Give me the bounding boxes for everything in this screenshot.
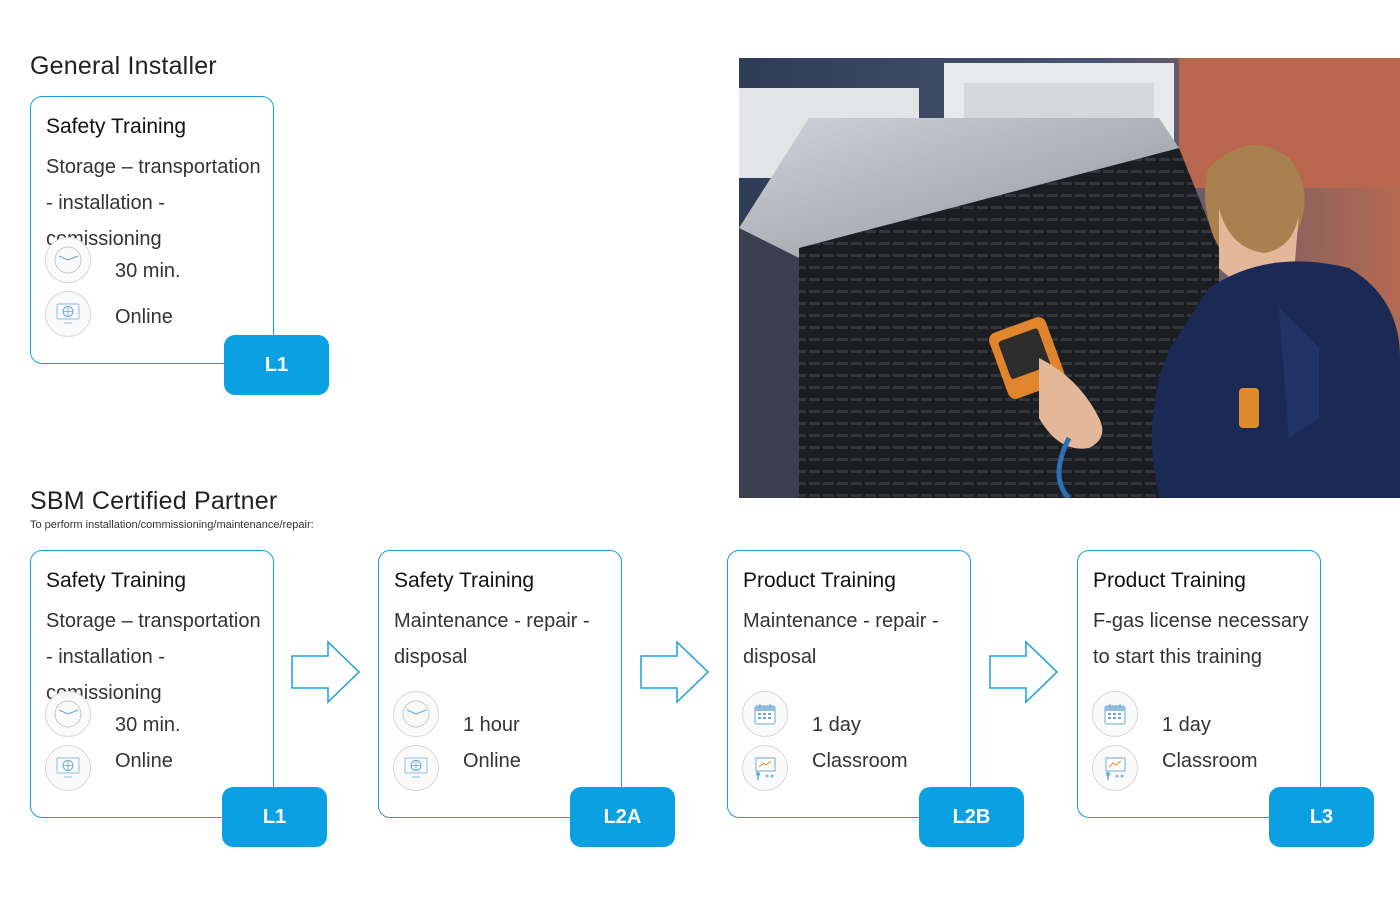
online-globe-icon <box>45 291 91 337</box>
card-description: Maintenance - repair - disposal <box>394 610 590 668</box>
general-installer-title: General Installer <box>30 52 217 80</box>
card-description: F-gas license necessary to start this tr… <box>1093 610 1309 668</box>
duration-row: 30 min. <box>45 237 181 283</box>
duration-text: 1 hour <box>463 714 520 736</box>
mode-text: Online <box>463 750 521 772</box>
online-globe-icon <box>393 745 439 791</box>
sbm-card-l1: Safety Training Storage – transportation… <box>30 550 274 818</box>
card-title: Safety Training <box>46 569 187 592</box>
mode-row: Classroom <box>742 745 908 791</box>
duration-text: 30 min. <box>115 714 181 736</box>
duration-text: 1 day <box>812 714 861 736</box>
level-badge-l2b: L2B <box>919 787 1024 847</box>
sbm-card-l3: Product Training F-gas license necessary… <box>1077 550 1321 818</box>
sbm-partner-title: SBM Certified Partner <box>30 487 278 515</box>
classroom-icon <box>1092 745 1138 791</box>
mode-row: Online <box>45 291 173 337</box>
arrow-right-icon <box>291 640 361 704</box>
level-badge-l1: L1 <box>224 335 329 395</box>
mode-row: Online <box>45 745 173 791</box>
level-badge-l2a: L2A <box>570 787 675 847</box>
duration-text: 30 min. <box>115 260 181 282</box>
clock-icon <box>45 691 91 737</box>
classroom-icon <box>742 745 788 791</box>
mode-text: Classroom <box>812 750 908 772</box>
clock-icon <box>45 237 91 283</box>
card-description: Storage – transportation - installation … <box>46 610 261 704</box>
card-title: Product Training <box>743 569 896 592</box>
card-title: Safety Training <box>46 115 187 138</box>
arrow-right-icon <box>640 640 710 704</box>
duration-row: 1 day <box>742 691 861 737</box>
calendar-icon <box>1092 691 1138 737</box>
card-title: Safety Training <box>394 569 535 592</box>
duration-text: 1 day <box>1162 714 1211 736</box>
general-safety-card: Safety Training Storage – transportation… <box>30 96 274 364</box>
level-badge-l3: L3 <box>1269 787 1374 847</box>
sbm-card-l2a: Safety Training Maintenance - repair - d… <box>378 550 622 818</box>
duration-row: 1 day <box>1092 691 1211 737</box>
mode-row: Classroom <box>1092 745 1258 791</box>
sbm-card-l2b: Product Training Maintenance - repair - … <box>727 550 971 818</box>
card-title: Product Training <box>1093 569 1246 592</box>
clock-icon <box>393 691 439 737</box>
mode-text: Online <box>115 306 173 328</box>
calendar-icon <box>742 691 788 737</box>
mode-text: Classroom <box>1162 750 1258 772</box>
mode-text: Online <box>115 750 173 772</box>
arrow-right-icon <box>989 640 1059 704</box>
mode-row: Online <box>393 745 521 791</box>
duration-row: 1 hour <box>393 691 520 737</box>
duration-row: 30 min. <box>45 691 181 737</box>
online-globe-icon <box>45 745 91 791</box>
card-description: Maintenance - repair - disposal <box>743 610 939 668</box>
level-badge-l1: L1 <box>222 787 327 847</box>
sbm-partner-subtitle: To perform installation/commissioning/ma… <box>30 519 314 531</box>
technician-photo <box>739 58 1400 498</box>
